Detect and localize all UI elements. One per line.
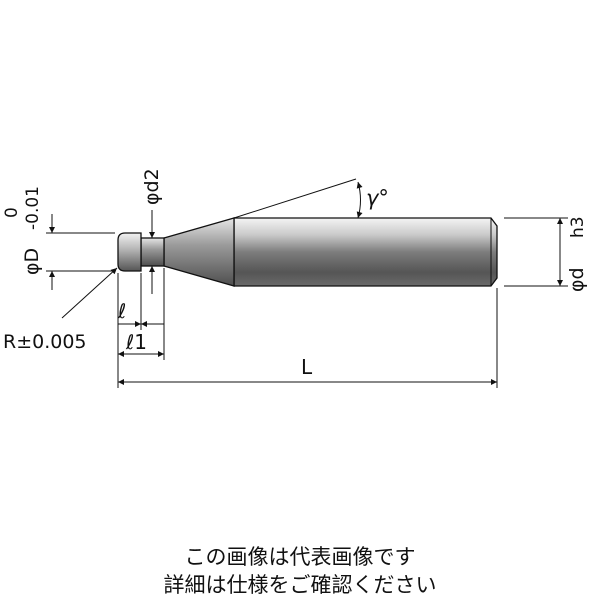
- dimension-labels: 0 -0.01 φD φd2 γ° φd h3 ℓ ℓ1 R±0.005 L: [2, 168, 588, 379]
- gamma-label: γ°: [366, 186, 389, 210]
- tolerance-upper: 0: [2, 207, 22, 218]
- ell1-label: ℓ1: [125, 330, 147, 354]
- gamma-arc: [356, 181, 363, 219]
- cutting-head: [117, 232, 142, 272]
- ell-label: ℓ: [117, 299, 126, 323]
- shank: [233, 217, 498, 287]
- phi-d2-label: φd2: [141, 168, 163, 205]
- caption-line-2: 詳細は仕様をご確認ください: [163, 573, 437, 597]
- gamma-reference-line: [233, 178, 357, 219]
- radius-leader: [61, 267, 118, 319]
- caption-line-1: この画像は代表画像です: [184, 545, 416, 569]
- taper: [163, 217, 235, 287]
- radius-label: R±0.005: [3, 331, 87, 353]
- dimension-lines: [46, 178, 568, 388]
- length-label: L: [301, 355, 313, 379]
- tool-body: [117, 217, 498, 287]
- phi-d-label: φd: [566, 267, 588, 292]
- tolerance-lower: -0.01: [23, 186, 43, 230]
- phi-D-label: φD: [21, 248, 43, 275]
- h3-label: h3: [568, 216, 588, 238]
- neck: [140, 237, 165, 267]
